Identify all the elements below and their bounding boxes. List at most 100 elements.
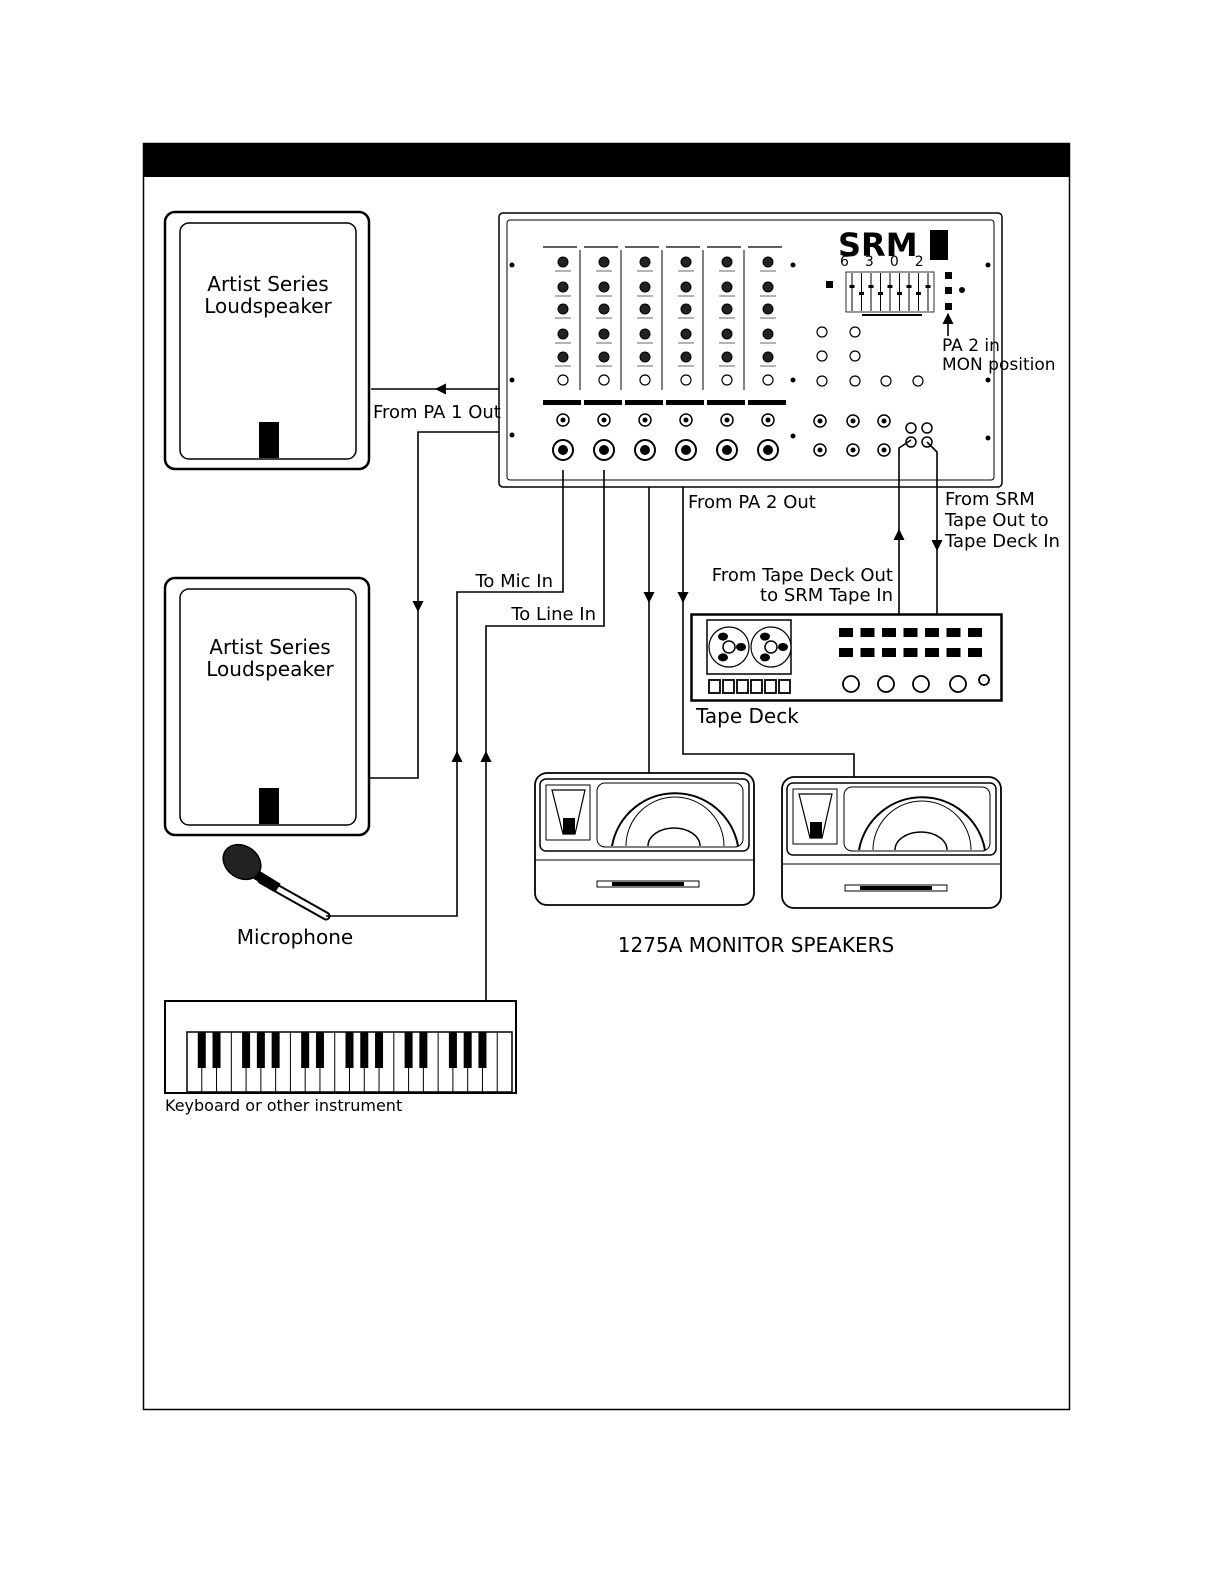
output-jack-icon: [882, 448, 887, 453]
black-key: [360, 1032, 368, 1068]
knob-icon: [640, 304, 650, 314]
knob-icon: [599, 257, 609, 267]
deck-indicator: [947, 628, 961, 637]
deck-indicator: [968, 648, 982, 657]
monitor-speaker: [782, 777, 1001, 908]
level-knob-icon: [722, 375, 732, 385]
screw: [791, 378, 796, 383]
rca-jack-icon: [906, 423, 916, 433]
transport-button: [751, 680, 762, 693]
screw: [510, 378, 515, 383]
master-knob-icon: [817, 327, 827, 337]
channel-number-bar: [625, 400, 663, 405]
black-key: [405, 1032, 413, 1068]
line-jack-icon: [725, 418, 730, 423]
xlr-jack-icon: [640, 445, 650, 455]
channel-number-bar: [707, 400, 745, 405]
to-mic-in-label: To Mic In: [474, 571, 553, 592]
xlr-jack-icon: [763, 445, 773, 455]
reel-spoke: [718, 633, 728, 641]
master-knob-icon: [817, 351, 827, 361]
knob-icon: [640, 329, 650, 339]
deck-indicator: [925, 628, 939, 637]
master-knob-icon: [850, 351, 860, 361]
master-knob-icon: [817, 376, 827, 386]
line-jack-icon: [602, 418, 607, 423]
knob-icon: [722, 282, 732, 292]
knob-icon: [681, 257, 691, 267]
transport-button: [779, 680, 790, 693]
deck-knob-icon: [979, 675, 989, 685]
tape-deck-label: Tape Deck: [695, 704, 799, 728]
keyboard-instrument: [165, 1001, 516, 1093]
screw: [791, 434, 796, 439]
line-jack-icon: [561, 418, 566, 423]
transport-button: [737, 680, 748, 693]
channel-number-bar: [666, 400, 704, 405]
knob-icon: [599, 329, 609, 339]
knob-icon: [722, 352, 732, 362]
channel-number-bar: [748, 400, 786, 405]
knob-icon: [763, 282, 773, 292]
knob-icon: [558, 352, 568, 362]
knob-icon: [681, 282, 691, 292]
mixer-model: 6302: [840, 254, 940, 270]
reel-spoke: [778, 643, 788, 651]
xlr-jack-icon: [558, 445, 568, 455]
knob-icon: [558, 329, 568, 339]
header-bar: [143, 143, 1070, 177]
xlr-jack-icon: [722, 445, 732, 455]
microphone: [216, 837, 326, 916]
black-key: [301, 1032, 309, 1068]
knob-icon: [763, 352, 773, 362]
switch-icon: [826, 281, 833, 288]
deck-knob-icon: [950, 676, 966, 692]
line-jack-icon: [684, 418, 689, 423]
deck-indicator: [882, 628, 896, 637]
microphone-label: Microphone: [237, 925, 353, 949]
knob-icon: [599, 304, 609, 314]
speaker-2-label-line1: Artist Series: [209, 635, 330, 659]
srm-tape-out-line1: From SRM: [945, 489, 1035, 510]
level-knob-icon: [558, 375, 568, 385]
deck-knob-icon: [878, 676, 894, 692]
black-key: [478, 1032, 486, 1068]
deck-indicator: [861, 628, 875, 637]
black-key: [346, 1032, 354, 1068]
knob-icon: [599, 282, 609, 292]
deck-knob-icon: [843, 676, 859, 692]
deck-indicator: [839, 628, 853, 637]
reel-spoke: [736, 643, 746, 651]
level-knob-icon: [763, 375, 773, 385]
fender-logo-badge: [259, 422, 279, 458]
black-key: [198, 1032, 206, 1068]
speaker-2-label-line2: Loudspeaker: [206, 657, 334, 681]
deck-indicator: [925, 648, 939, 657]
deck-knob-icon: [913, 676, 929, 692]
black-key: [316, 1032, 324, 1068]
output-jack-icon: [818, 419, 823, 424]
indicator: [959, 287, 965, 293]
tape-deck-out-line2: to SRM Tape In: [760, 585, 893, 606]
transport-button: [765, 680, 776, 693]
screw: [986, 436, 991, 441]
output-jack-icon: [882, 419, 887, 424]
line-jack-icon: [766, 418, 771, 423]
eq-slider-cap: [859, 292, 864, 295]
reel-spoke: [760, 653, 770, 661]
pa2-mon-line1: PA 2 in: [942, 336, 1000, 356]
switch-icon: [945, 272, 952, 279]
deck-indicator: [882, 648, 896, 657]
output-jack-icon: [818, 448, 823, 453]
eq-slider-cap: [897, 292, 902, 295]
speaker-1-label-line1: Artist Series: [207, 272, 328, 296]
srm-tape-out-line3: Tape Deck In: [944, 531, 1060, 552]
output-jack-icon: [851, 448, 856, 453]
black-key: [242, 1032, 250, 1068]
channel-number-bar: [584, 400, 622, 405]
knob-icon: [722, 329, 732, 339]
line-jack-icon: [643, 418, 648, 423]
level-knob-icon: [599, 375, 609, 385]
deck-indicator: [839, 648, 853, 657]
